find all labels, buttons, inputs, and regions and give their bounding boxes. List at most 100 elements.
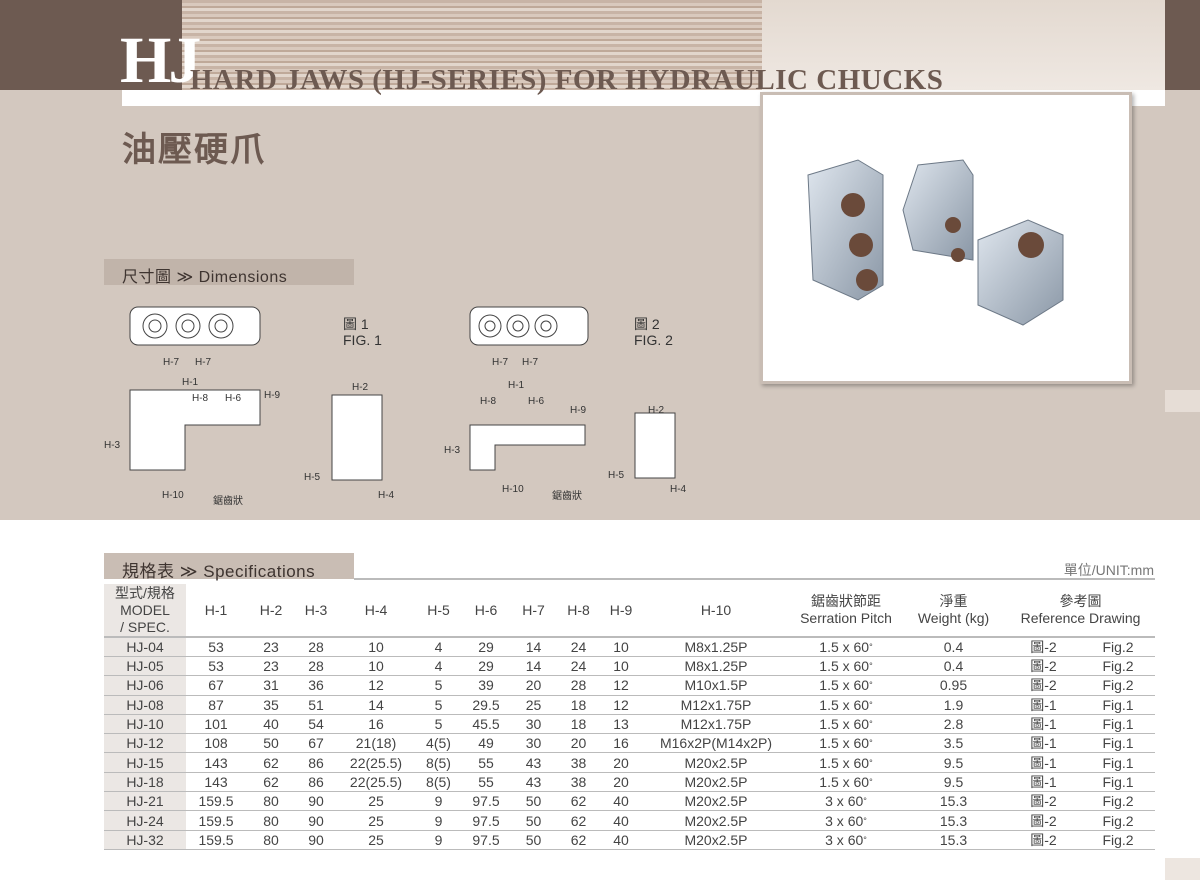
dimension-drawings [129, 306, 676, 481]
cell-text: HJ-15 [126, 754, 164, 771]
side-tab [1165, 390, 1200, 412]
dim-label: 鋸齒狀 [552, 491, 582, 502]
cell-text: 0.4 [943, 639, 964, 655]
table-cell: 1.5 x 60° [791, 637, 901, 657]
dim-label: H-5 [608, 470, 625, 481]
cell-text: 5 [434, 696, 443, 713]
table-cell: HJ-05 [104, 656, 186, 677]
table-cell: 10 [336, 637, 416, 657]
table-cell: 67 [186, 675, 246, 696]
table-cell: Fig.1 [1081, 772, 1155, 793]
table-cell: 62 [556, 830, 601, 850]
table-cell: 4 [416, 637, 461, 657]
cell-text: 30 [525, 716, 542, 733]
table-cell: 29 [461, 637, 511, 657]
table-cell: M20x2.5P [641, 752, 791, 773]
table-cell: 50 [511, 791, 556, 812]
cell-text: Fig.1 [1102, 773, 1134, 790]
cell-text: 87 [208, 696, 224, 713]
table-cell: 18 [556, 714, 601, 735]
col-h9: H-9 [601, 584, 641, 638]
cell-text: 3 x 60 [825, 812, 864, 829]
table-cell: M16x2P(M14x2P) [641, 733, 791, 754]
cell-text: 4 [434, 658, 443, 675]
table-cell: 80 [246, 810, 296, 831]
cell-text: HJ-04 [126, 639, 164, 655]
table-cell: 45.5 [461, 714, 511, 735]
table-cell: 25 [336, 830, 416, 850]
table-cell: 圖-1 [1006, 752, 1081, 773]
side-band [1165, 0, 1200, 90]
table-cell: 圖-1 [1006, 733, 1081, 754]
cell-text: 10 [613, 639, 629, 655]
table-cell: 30 [511, 714, 556, 735]
cell-text: 14 [525, 639, 542, 655]
table-cell: 50 [511, 830, 556, 850]
table-cell: HJ-18 [104, 772, 186, 793]
table-cell: 20 [601, 752, 641, 773]
cell-text: 20 [613, 754, 629, 771]
cell-text: HJ-12 [126, 735, 164, 752]
cell-text: 62 [263, 754, 279, 771]
table-cell: 55 [461, 772, 511, 793]
table-cell: 圖-2 [1006, 830, 1081, 850]
table-cell: 23 [246, 656, 296, 677]
cell-text: 50 [525, 831, 542, 848]
cell-text: M8x1.25P [684, 639, 748, 655]
cell-text: 62 [570, 793, 587, 810]
table-cell: 80 [246, 830, 296, 850]
cell-text: M20x2.5P [684, 831, 748, 848]
table-cell: 62 [246, 772, 296, 793]
table-cell: Fig.1 [1081, 752, 1155, 773]
cell-text: 13 [613, 716, 629, 733]
table-cell: 13 [601, 714, 641, 735]
cell-text: 80 [263, 812, 279, 829]
cell-text: 12 [613, 677, 629, 694]
cell-text: 20 [525, 677, 542, 694]
table-cell: 圖-2 [1006, 675, 1081, 696]
degree-symbol: ° [869, 719, 873, 730]
cell-text: 28 [570, 677, 587, 694]
table-cell: 25 [336, 810, 416, 831]
table-cell: 62 [246, 752, 296, 773]
dim-label: H-1 [182, 377, 199, 388]
dim-label: H-7 [195, 357, 212, 368]
table-cell: 2.8 [901, 714, 1006, 735]
table-cell: 圖-1 [1006, 695, 1081, 715]
cell-text: 29 [478, 639, 494, 655]
cell-text: M10x1.5P [684, 677, 748, 694]
table-cell: 5 [416, 714, 461, 735]
table-cell: 14 [511, 656, 556, 677]
cell-text: 1.5 x 60 [819, 639, 870, 655]
cell-text: 90 [308, 831, 324, 848]
table-cell: 15.3 [901, 830, 1006, 850]
table-cell: HJ-08 [104, 695, 186, 715]
table-cell: 16 [336, 714, 416, 735]
table-cell: HJ-12 [104, 733, 186, 754]
dim-label: H-9 [264, 390, 281, 401]
cell-text: Fig.2 [1102, 793, 1134, 810]
col-h4: H-4 [336, 584, 416, 638]
cell-text: 4 [434, 639, 443, 655]
cell-text: 43 [525, 754, 542, 771]
cell-text: 圖-1 [1030, 773, 1057, 790]
dim-label: H-10 [162, 490, 184, 501]
col-h8: H-8 [556, 584, 601, 638]
table-cell: 35 [246, 695, 296, 715]
cell-text: 21(18) [355, 735, 397, 752]
cell-text: 55 [478, 773, 494, 790]
cell-text: 159.5 [198, 831, 234, 848]
dim-label: H-8 [480, 396, 497, 407]
table-cell: 28 [296, 637, 336, 657]
dim-label: H-6 [225, 393, 242, 404]
cell-text: 49 [478, 735, 494, 752]
table-cell: 9 [416, 810, 461, 831]
table-cell: M10x1.5P [641, 675, 791, 696]
cell-text: 40 [613, 812, 629, 829]
table-cell: 1.5 x 60° [791, 714, 901, 735]
